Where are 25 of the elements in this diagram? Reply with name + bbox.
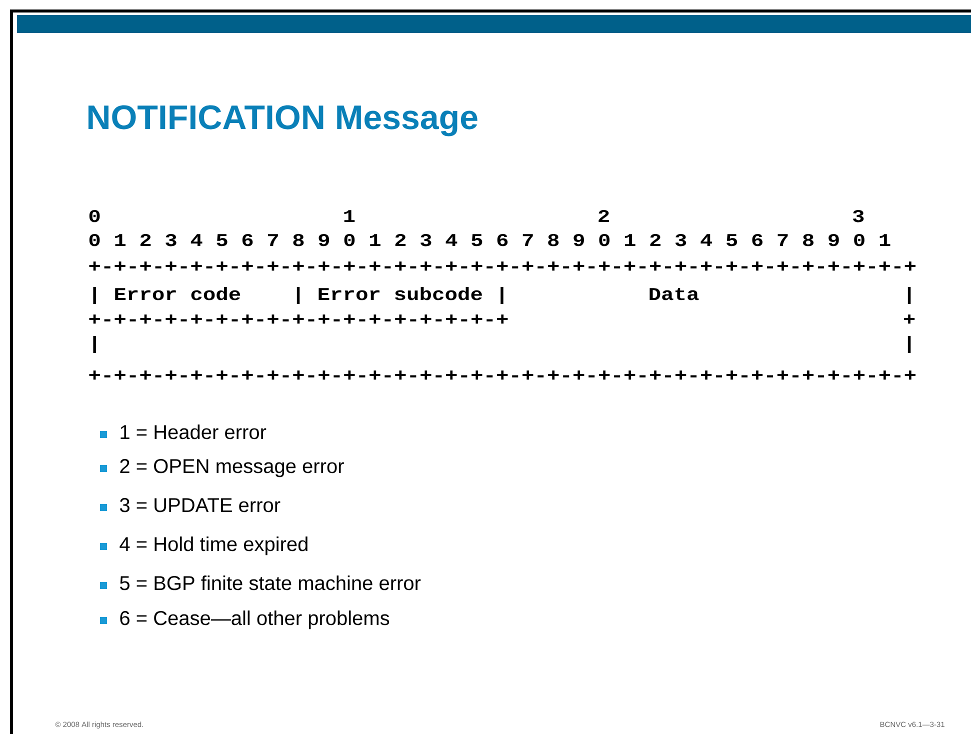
bullet-item: 5 = BGP finite state machine error (100, 576, 421, 590)
bit-number: 0 (89, 210, 100, 222)
ascii-border: | (93, 336, 96, 353)
bullet-item: 2 = OPEN message error (100, 459, 344, 478)
ascii-border: | (908, 336, 911, 353)
ascii-border: | (908, 286, 911, 304)
slide-title: NOTIFICATION Message (88, 105, 478, 136)
bullet-item: 6 = Cease—all other problems (100, 610, 390, 630)
field-label: Error code (115, 286, 240, 300)
ascii-border: +-+-+-+-+-+-+-+-+-+-+-+-+-+-+-+-+-+-+-+-+-+-+-+-+-+-+-+-+-+-+-+-+ (89, 370, 916, 380)
ascii-border: | (296, 286, 300, 304)
bullet-item: 1 = Header error (100, 424, 266, 440)
bit-number: 2 (598, 210, 609, 222)
bullet-item: 3 = UPDATE error (100, 498, 280, 512)
field-label: Error subcode (318, 286, 482, 300)
ascii-border: +-+-+-+-+-+-+-+-+-+-+-+-+-+-+-+-+ (89, 314, 508, 324)
field-label: Data (650, 288, 699, 300)
ascii-border: +-+-+-+-+-+-+-+-+-+-+-+-+-+-+-+-+-+-+-+-+-+-+-+-+-+-+-+-+-+-+-+-+ (89, 261, 916, 271)
ascii-border: | (93, 286, 96, 304)
ascii-border: | (500, 286, 504, 304)
bit-number-row: 0 1 2 3 4 5 6 7 8 9 0 1 2 3 4 5 6 7 8 9 0 1 2 3 4 5 6 7 8 9 0 1 (89, 234, 890, 246)
bit-number: 1 (344, 210, 355, 222)
ascii-border: + (904, 314, 915, 324)
bullet-item: 4 = Hold time expired (100, 536, 308, 556)
bit-number: 3 (852, 210, 864, 222)
